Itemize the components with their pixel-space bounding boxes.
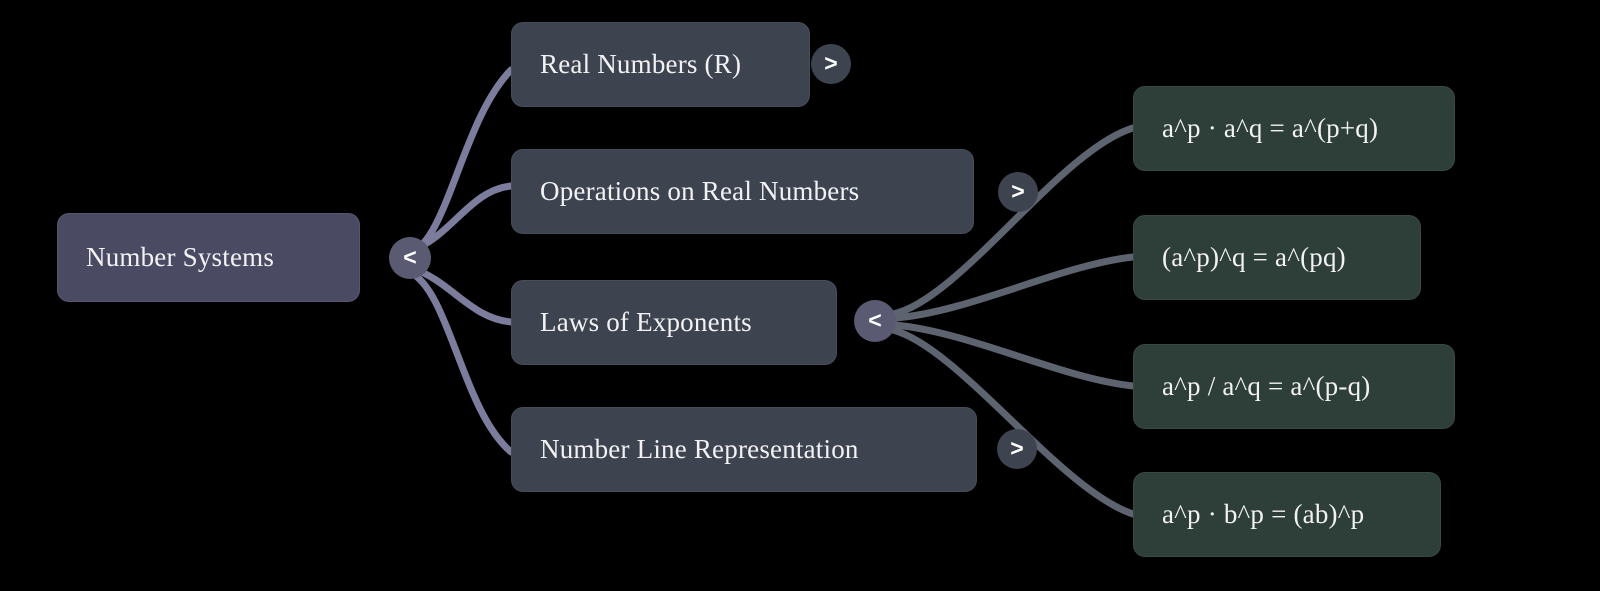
- node-branch-2[interactable]: Laws of Exponents: [511, 280, 837, 365]
- node-root-number-systems[interactable]: Number Systems: [57, 213, 360, 302]
- node-leaf-label-3: a^p · b^p = (ab)^p: [1162, 498, 1365, 529]
- node-leaf-label-0: a^p · a^q = a^(p+q): [1162, 112, 1379, 143]
- root-edges-path-3: [406, 268, 515, 456]
- node-branch-1[interactable]: Operations on Real Numbers: [511, 149, 974, 234]
- branch-edges-path-1: [891, 253, 1137, 322]
- node-leaf-1[interactable]: (a^p)^q = a^(pq): [1133, 215, 1421, 300]
- branch-0-expand-toggle[interactable]: >: [811, 44, 851, 84]
- node-branch-label-1: Operations on Real Numbers: [540, 175, 860, 206]
- chevron-left-icon: <: [868, 306, 882, 333]
- node-branch-0[interactable]: Real Numbers (R): [511, 22, 810, 107]
- root-collapse-toggle[interactable]: <: [389, 237, 431, 279]
- node-leaf-0[interactable]: a^p · a^q = a^(p+q): [1133, 86, 1455, 171]
- node-leaf-3[interactable]: a^p · b^p = (ab)^p: [1133, 472, 1441, 557]
- node-leaf-2[interactable]: a^p / a^q = a^(p-q): [1133, 344, 1455, 429]
- chevron-left-icon: <: [403, 243, 417, 270]
- node-root-label: Number Systems: [86, 241, 275, 272]
- chevron-right-icon: >: [824, 49, 838, 76]
- node-branch-label-0: Real Numbers (R): [540, 48, 742, 79]
- root-edges-path-2: [408, 264, 515, 326]
- node-branch-3[interactable]: Number Line Representation: [511, 407, 977, 492]
- node-branch-label-3: Number Line Representation: [540, 433, 859, 464]
- branch-3-expand-toggle[interactable]: >: [997, 429, 1037, 469]
- branch-2-collapse-toggle[interactable]: <: [854, 300, 896, 342]
- root-edges-path-1: [408, 182, 515, 254]
- chevron-right-icon: >: [1011, 177, 1025, 204]
- chevron-right-icon: >: [1010, 434, 1024, 461]
- branch-1-expand-toggle[interactable]: >: [998, 172, 1038, 212]
- node-leaf-label-2: a^p / a^q = a^(p-q): [1162, 370, 1371, 401]
- branch-edges-path-2: [891, 321, 1137, 390]
- root-edges-path-0: [406, 66, 515, 257]
- node-leaf-label-1: (a^p)^q = a^(pq): [1162, 241, 1346, 272]
- node-branch-label-2: Laws of Exponents: [540, 306, 752, 337]
